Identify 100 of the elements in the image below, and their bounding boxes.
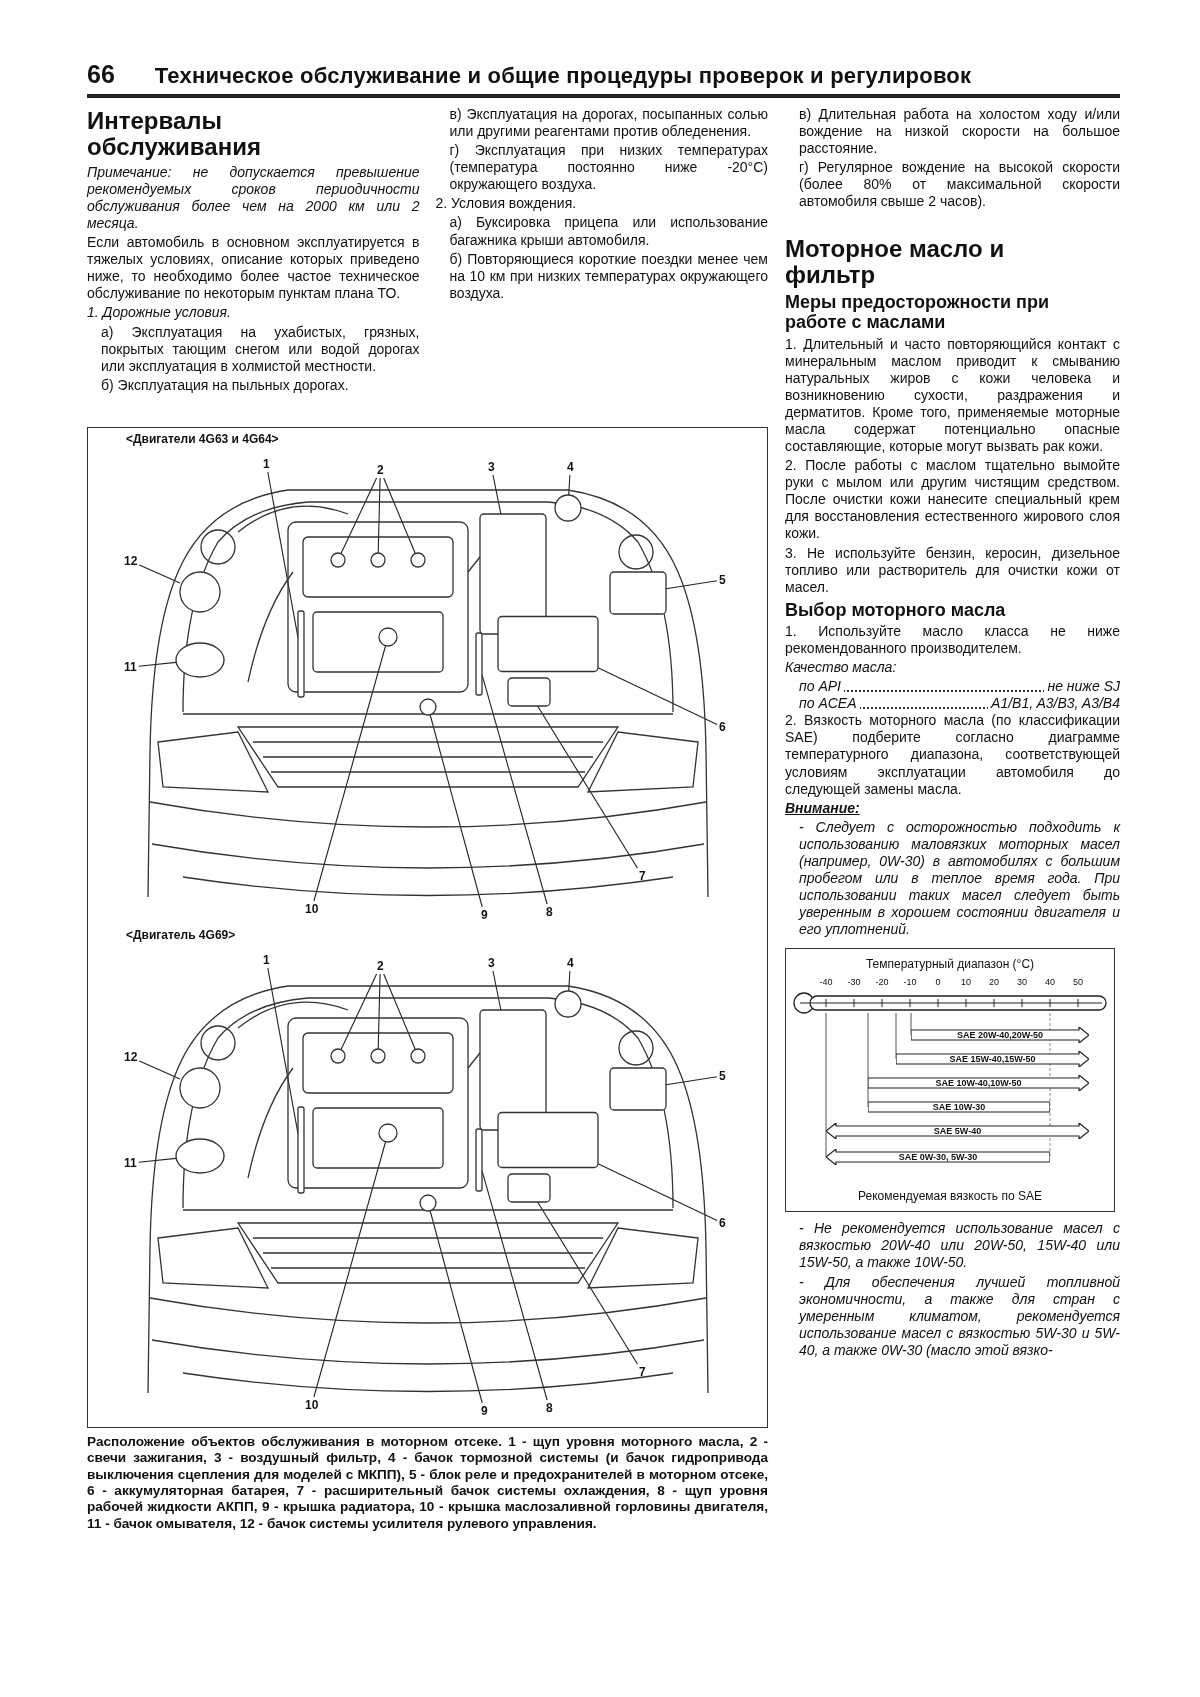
dipstick (297, 1106, 305, 1194)
tick-label: -30 (847, 977, 861, 989)
callout-number: 2 (375, 958, 386, 974)
chart-title: Температурный диапазон (°C) (864, 957, 1036, 972)
list-item: б) Повторяющиеся короткие поездки менее чем на 10 км при низких температурах окружающего воздуха. (448, 250, 768, 302)
coolant-reservoir (507, 1173, 551, 1203)
list-item: в) Эксплуатация на дорогах, посыпанных солью или другими реагентами против обледенения. (448, 106, 768, 141)
figure-caption: Расположение объектов обслуживания в моторном отсеке. 1 - щуп уровня моторного масла, 2 - свечи зажигания, 3 - воздушный фильтр, 4 - бачок тормозной системы (и бачок гидропривода выключения сцепления для моделей с МКПП), 5 - блок реле и предохранителей в моторном отсеке, 6 - аккумуляторная батарея, 7 - расширительный бачок системы охлаждения, 8 - щуп уровня рабочей жидкости АКПП, 9 - крышка радиатора, 10 - крышка маслозаливной горловины двигателя, 11 - бачок омывателя, 12 - бачок системы усилителя рулевого управления. (87, 1434, 768, 1532)
figure-frame (87, 427, 768, 1428)
tick-label: 50 (1073, 977, 1083, 989)
list-heading: 1. Дорожные условия. (87, 304, 232, 322)
viscosity-range-band: SAE 10W-40,10W-50 (868, 1075, 1089, 1092)
paragraph: Если автомобиль в основном эксплуатируется в тяжелых условиях, описание которых приведено ниже, то необходимо более частое техническое обслуживание по некоторым пунктам плана ТО. (87, 234, 420, 303)
callout-number: 4 (565, 459, 576, 475)
leader-line (383, 973, 416, 1050)
leader-line (377, 973, 381, 1050)
washer-reservoir (175, 642, 225, 678)
leader-line (537, 705, 638, 869)
tick-label: 40 (1045, 977, 1055, 989)
callout-number: 11 (122, 1155, 139, 1171)
leader-line (138, 1060, 181, 1080)
power-steering-reservoir (179, 571, 221, 613)
leader-line (429, 1210, 483, 1404)
leader-line (492, 474, 502, 515)
list-item: в) Длительная работа на холостом ходу и/или вождение на низкой скорости на большое расстояние. (798, 106, 1120, 158)
leader-line (313, 1141, 387, 1398)
leader-line (340, 973, 378, 1050)
callout-number: 8 (544, 1400, 555, 1416)
page-number: 66 (87, 60, 115, 89)
panel-heading: <Двигатель 4G69> (126, 928, 236, 942)
viscosity-range-band: SAE 0W-30, 5W-30 (826, 1149, 1050, 1166)
spark-plug (330, 1048, 346, 1064)
tick-label: -20 (875, 977, 889, 989)
leader-line (340, 477, 378, 554)
leader-line (377, 477, 381, 554)
callout-number: 11 (122, 659, 139, 675)
spark-plug (330, 552, 346, 568)
paragraph: 1. Используйте масло класса не ниже рекомендованного производителем. (785, 622, 1120, 658)
subsection-heading: Выбор моторного масла (785, 599, 1007, 620)
tick-label: -10 (903, 977, 917, 989)
leader-line (568, 970, 571, 992)
list-heading: Качество масла: (785, 659, 898, 677)
spark-plug (370, 1048, 386, 1064)
spark-plug (370, 552, 386, 568)
leader-line (138, 661, 177, 667)
callout-number: 10 (303, 1397, 321, 1413)
brake-fluid-reservoir (554, 494, 582, 522)
page-header-title: Техническое обслуживание и общие процедуры проверок и регулировок (154, 63, 972, 89)
transmission-dipstick (475, 632, 483, 696)
paragraph: 2. Вязкость моторного масла (по классификации SAE) подберите согласно диаграмме температурного диапазона, соответствующей условиям эксплуатации автомобиля до следующей замены масла. (785, 712, 1120, 798)
tick-label: 30 (1017, 977, 1027, 989)
callout-number: 1 (261, 952, 272, 968)
callout-number: 6 (717, 1215, 728, 1231)
section-heading: Моторное масло и фильтр (785, 236, 1006, 289)
relay-box (609, 571, 667, 615)
callout-number: 9 (479, 907, 490, 923)
tick-label: -40 (819, 977, 833, 989)
viscosity-range-band: SAE 10W-30 (868, 1099, 1050, 1116)
chart-caption: Рекомендуемая вязкость по SAE (857, 1189, 1043, 1204)
paragraph: 3. Не используйте бензин, керосин, дизельное топливо или растворитель для очистки кожи от масел. (785, 544, 1120, 596)
leader-line (383, 477, 416, 554)
section-heading: Интервалы обслуживания (87, 108, 262, 160)
note-paragraph: Примечание: не допускается превышение рекомендуемых сроков периодичности обслуживания более чем на 2000 км или 2 месяца. (87, 163, 420, 233)
oil-filler-cap (378, 1123, 398, 1143)
list-item: г) Эксплуатация при низких температурах (температура постоянно ниже -20°С) окружающего воздуха. (448, 142, 768, 194)
brake-fluid-reservoir (554, 990, 582, 1018)
viscosity-chart (785, 948, 1115, 1213)
power-steering-reservoir (179, 1067, 221, 1109)
viscosity-range-band: SAE 5W-40 (826, 1123, 1089, 1140)
battery (497, 1111, 599, 1169)
leader-line (537, 1201, 638, 1365)
spark-plug (410, 1048, 426, 1064)
callout-number: 10 (303, 901, 321, 917)
list-item: а) Эксплуатация на ухабистых, грязных, покрытых тающим снегом или водой дорогах или эксплуатация в холмистой местности. (100, 323, 420, 375)
panel-heading: <Двигатели 4G63 и 4G64> (126, 432, 279, 446)
list-item: г) Регулярное вождение на высокой скорости (более 80% от максимальной скорости автомобиля свыше 2 часов). (798, 159, 1120, 211)
callout-number: 12 (122, 553, 140, 569)
spec-value: A1/B1, A3/B3, A3/B4 (988, 695, 1120, 713)
paragraph: 2. Условия вождения. (435, 195, 578, 213)
transmission-dipstick (475, 1128, 483, 1192)
callout-number: 3 (486, 459, 497, 475)
list-item: - Для обеспечения лучшей топливной экономичности, а также для стран с умеренным климатом, рекомендуется использование масел с вязкостью 5W-30 и 5W-40, а также 0W-30 (масло этой вязко- (797, 1273, 1120, 1359)
radiator-cap (419, 698, 437, 716)
warning-heading: Внимание: (785, 799, 861, 817)
oil-filler-cap (378, 627, 398, 647)
leader-line (429, 714, 483, 908)
washer-reservoir (175, 1138, 225, 1174)
list-item: - Не рекомендуется использование масел с вязкостью 20W-40 или 20W-50, 15W-40 или 15W-50, а также 10W-50. (798, 1220, 1120, 1272)
viscosity-range-band: SAE 20W-40,20W-50 (911, 1027, 1089, 1044)
leader-line (568, 474, 571, 496)
leader-line (138, 564, 181, 584)
callout-number: 12 (122, 1049, 140, 1065)
subsection-heading: Меры предосторожности при работе с маслами (785, 292, 1050, 333)
callout-number: 1 (261, 456, 272, 472)
leader-line (313, 645, 387, 902)
radiator-cap (419, 1194, 437, 1212)
tick-label: 20 (989, 977, 999, 989)
list-item: а) Буксировка прицепа или использование багажника крыши автомобиля. (448, 214, 768, 249)
callout-number: 4 (565, 955, 576, 971)
callout-number: 5 (717, 1068, 728, 1084)
